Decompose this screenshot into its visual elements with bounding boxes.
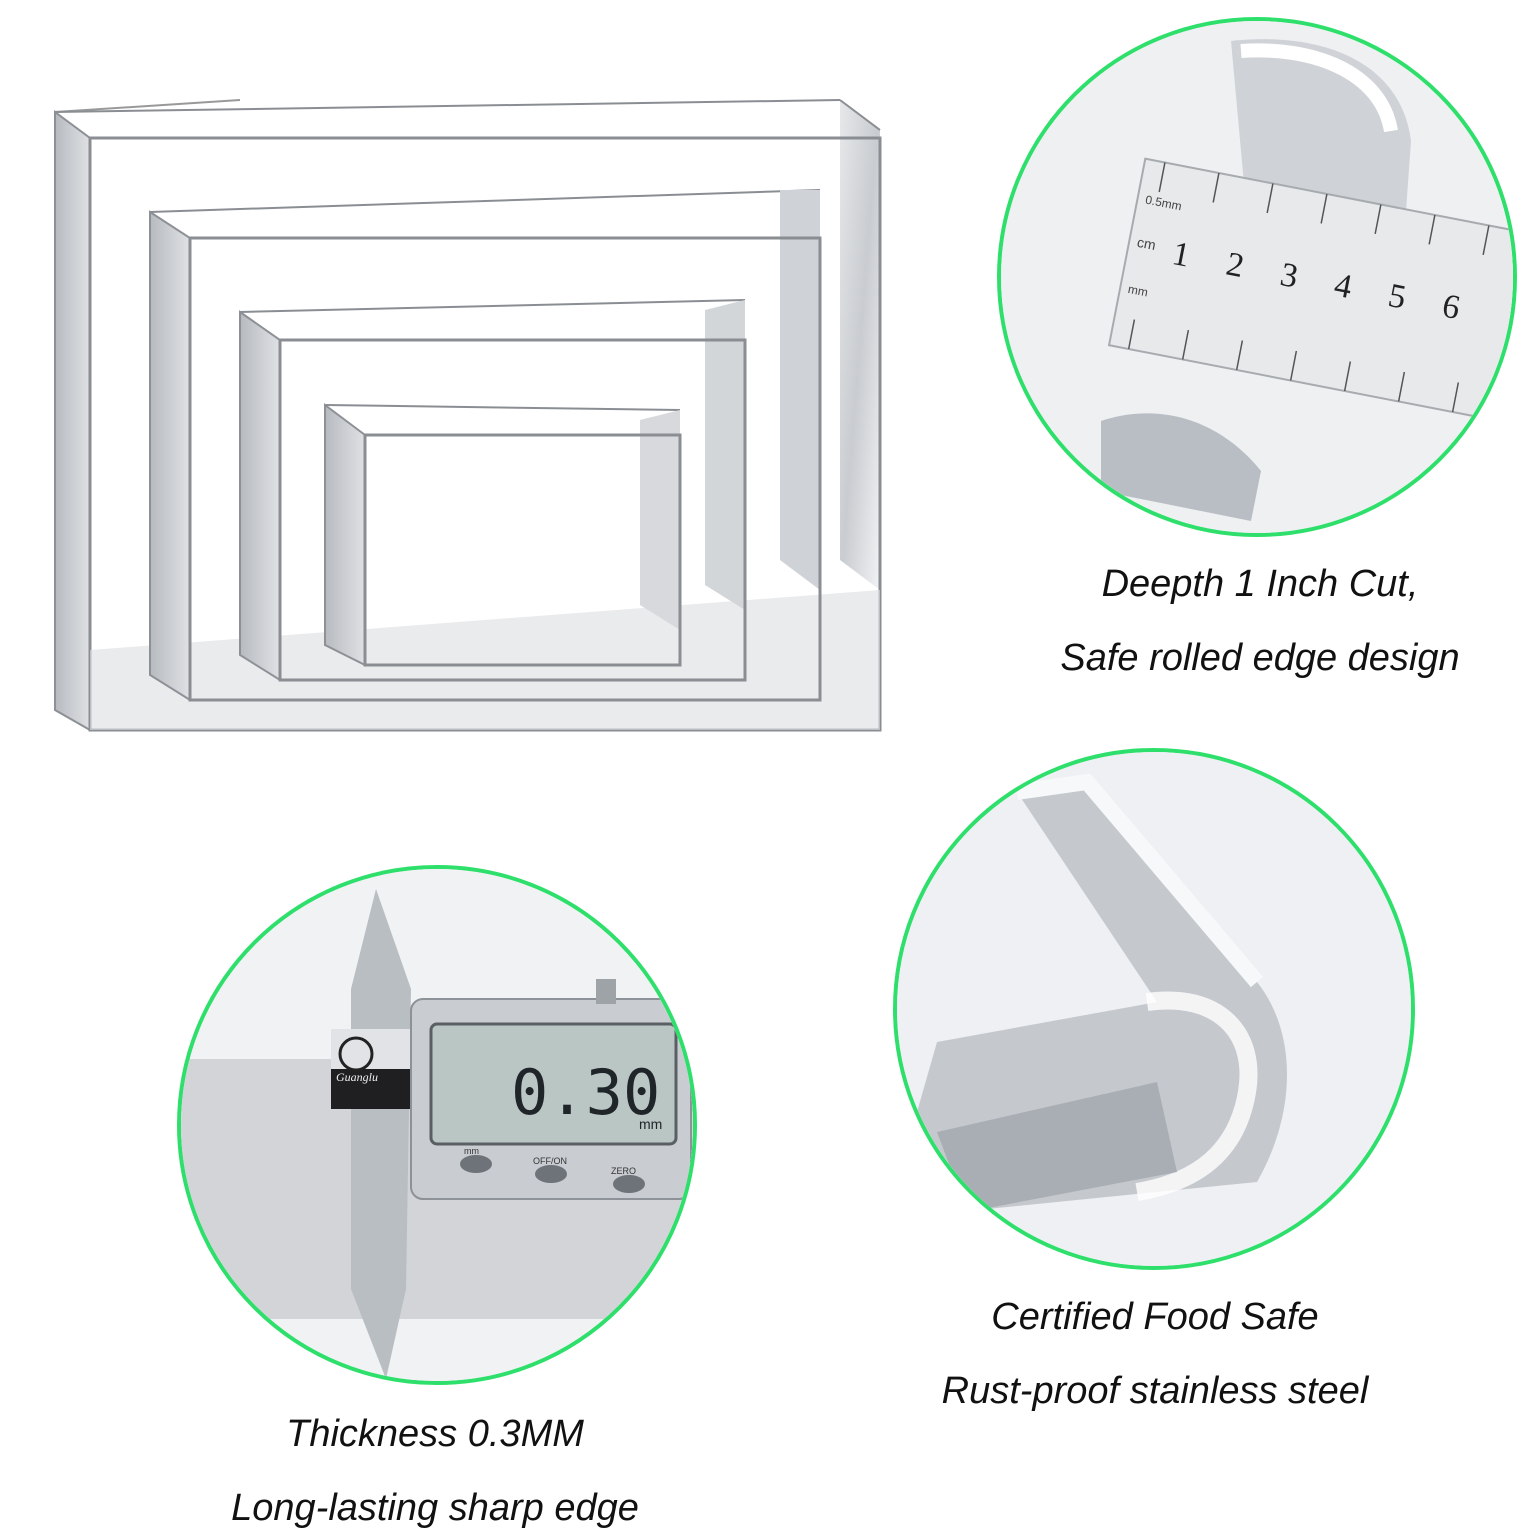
depth-caption: Deepth 1 Inch Cut, Safe rolled edge desi… bbox=[1030, 565, 1490, 677]
ruler-number: 5 bbox=[1385, 277, 1409, 317]
thickness-caption-line1: Thickness 0.3MM bbox=[286, 1413, 584, 1455]
food-safe-caption: Certified Food Safe Rust-proof stainless… bbox=[900, 1298, 1410, 1410]
depth-caption-line2: Safe rolled edge design bbox=[1060, 637, 1460, 679]
ruler-number: 3 bbox=[1277, 256, 1301, 296]
ruler-number: 2 bbox=[1223, 245, 1247, 285]
rolled-edge-closeup-image bbox=[893, 748, 1415, 1270]
ruler-number: 1 bbox=[1169, 235, 1193, 275]
caliper-button-label: ZERO bbox=[611, 1166, 636, 1176]
thickness-caption: Thickness 0.3MM Long-lasting sharp edge bbox=[185, 1415, 685, 1527]
caliper-reading: 0.30 bbox=[511, 1056, 660, 1129]
food-safe-caption-line2: Rust-proof stainless steel bbox=[941, 1370, 1369, 1412]
ruler-unit-mm: mm bbox=[1127, 282, 1149, 300]
ruler-unit-cm: cm bbox=[1136, 234, 1157, 253]
ruler-number: 6 bbox=[1439, 287, 1463, 327]
depth-caption-line1: Deepth 1 Inch Cut, bbox=[1101, 563, 1419, 605]
caliper-button-label: mm bbox=[464, 1146, 479, 1156]
caliper-brand: Guanglu bbox=[336, 1070, 378, 1084]
caliper-unit: mm bbox=[639, 1116, 662, 1132]
caliper-button-label: OFF/ON bbox=[533, 1156, 567, 1166]
rectangle-cookie-cutter-set-image bbox=[40, 90, 960, 740]
ruler-number: 4 bbox=[1331, 266, 1355, 306]
food-safe-caption-line1: Certified Food Safe bbox=[991, 1296, 1319, 1338]
thickness-caption-line2: Long-lasting sharp edge bbox=[231, 1487, 639, 1529]
digital-caliper-closeup-image: Guanglu 0.30 mm mm OFF/ON ZERO bbox=[177, 865, 697, 1385]
ruler-measure-closeup-image: 0.5mm cm mm 1 2 3 4 5 6 bbox=[997, 17, 1517, 537]
ruler-unit-top: 0.5mm bbox=[1144, 193, 1183, 214]
